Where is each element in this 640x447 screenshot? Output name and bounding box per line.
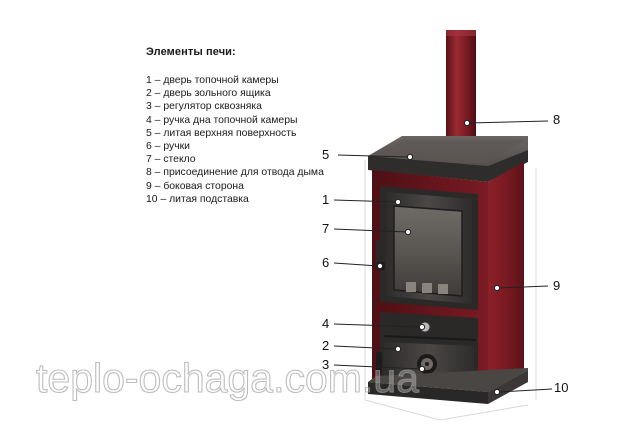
callout-8: 8 bbox=[463, 112, 560, 127]
legend-item-4: 4 – ручка дна топочной камеры bbox=[146, 114, 298, 126]
legend-item-5: 5 – литая верхняя поверхность bbox=[146, 127, 297, 139]
callout-4: 4 bbox=[322, 316, 426, 331]
callout-9: 9 bbox=[493, 278, 560, 293]
legend-item-9: 9 – боковая сторона bbox=[146, 180, 244, 192]
callout-label-4: 4 bbox=[322, 316, 329, 331]
callout-label-1: 1 bbox=[322, 192, 329, 207]
callout-10: 10 bbox=[493, 380, 568, 396]
callout-6: 6 bbox=[322, 255, 384, 270]
legend-item-10: 10 – литая подставка bbox=[146, 193, 249, 205]
callout-label-8: 8 bbox=[553, 112, 560, 127]
legend-item-3: 3 – регулятор сквозняка bbox=[146, 101, 262, 113]
legend-item-1: 1 – дверь топочной камеры bbox=[146, 75, 279, 86]
legend-item-6: 6 – ручки bbox=[146, 141, 190, 153]
callout-label-5: 5 bbox=[322, 147, 329, 162]
callout-3: 3 bbox=[322, 357, 426, 373]
callout-1: 1 bbox=[322, 192, 402, 207]
callout-label-3: 3 bbox=[322, 357, 329, 372]
legend-list: 1 – дверь топочной камеры 2 – дверь золь… bbox=[146, 74, 324, 206]
cast-base bbox=[368, 368, 528, 404]
firebox-door bbox=[376, 186, 478, 310]
callout-label-10: 10 bbox=[554, 380, 568, 395]
top-plate bbox=[368, 136, 528, 182]
callout-label-2: 2 bbox=[322, 338, 329, 353]
watermark-text: teplo-ochaga.com.ua bbox=[36, 355, 419, 401]
callout-label-6: 6 bbox=[322, 255, 329, 270]
callout-label-7: 7 bbox=[322, 221, 329, 236]
legend-title: Элементы печи: bbox=[146, 46, 236, 58]
callout-label-9: 9 bbox=[553, 278, 560, 293]
legend: Элементы печи: 1 – дверь топочной камеры… bbox=[146, 46, 324, 206]
callout-5: 5 bbox=[322, 147, 414, 162]
legend-item-8: 8 – присоединение для отвода дыма bbox=[146, 167, 324, 179]
callout-7: 7 bbox=[322, 221, 412, 236]
legend-item-2: 2 – дверь зольного ящика bbox=[146, 88, 271, 100]
callout-2: 2 bbox=[322, 338, 402, 353]
legend-item-7: 7 – стекло bbox=[146, 154, 196, 166]
